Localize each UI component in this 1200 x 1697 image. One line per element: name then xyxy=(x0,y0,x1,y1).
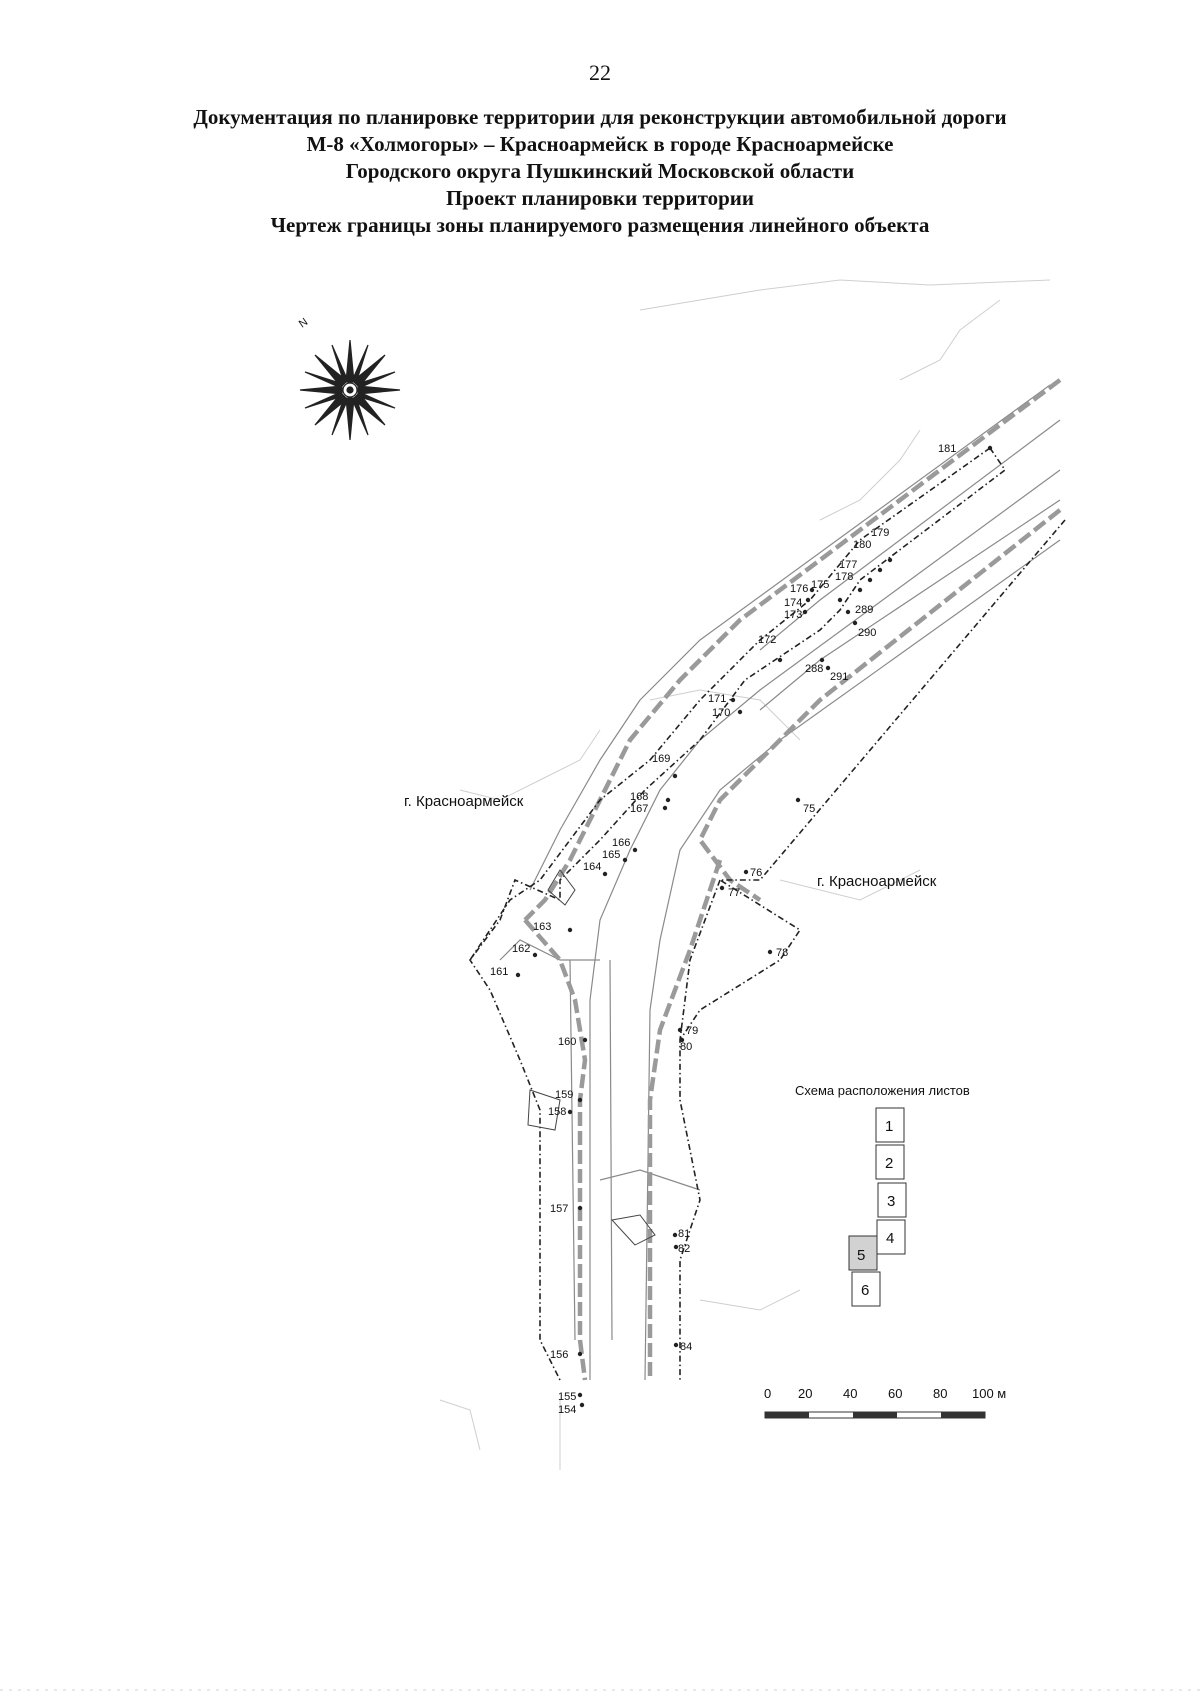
road-edges xyxy=(499,384,1061,1381)
point-label: 159 xyxy=(555,1089,573,1101)
city-label-west: г. Красноармейск xyxy=(404,793,524,810)
site-outlines xyxy=(527,869,656,1246)
sheet-box-6 xyxy=(851,1271,881,1307)
point-label: 167 xyxy=(630,803,648,815)
zone-boundary xyxy=(469,447,1066,1381)
point-label: 164 xyxy=(583,861,601,873)
scale-tick-label: 80 xyxy=(933,1386,947,1401)
point-label: 177 xyxy=(839,559,857,571)
point-label: 175 xyxy=(811,579,829,591)
city-label-east: г. Красноармейск xyxy=(817,873,937,890)
page-number: 22 xyxy=(589,60,611,85)
point-label: 75 xyxy=(803,803,815,815)
sheet-box-5-current xyxy=(848,1235,878,1271)
point-label: 78 xyxy=(776,947,788,959)
point-label: 157 xyxy=(550,1203,568,1215)
sheet-number: 5 xyxy=(857,1247,865,1264)
scale-tick-label: 0 xyxy=(764,1386,771,1401)
title-line-2: М-8 «Холмогоры» – Красноармейск в городе… xyxy=(306,132,894,156)
point-label: 154 xyxy=(558,1404,576,1416)
sheet-box-3 xyxy=(877,1182,907,1218)
point-label: 76 xyxy=(750,867,762,879)
point-label: 81 xyxy=(678,1228,690,1240)
point-label: 162 xyxy=(512,943,530,955)
sheet-number: 3 xyxy=(887,1193,895,1210)
point-label: 171 xyxy=(708,693,726,705)
point-label: 168 xyxy=(630,791,648,803)
scale-bar: 0 20 40 60 80 100 м xyxy=(764,1386,1006,1419)
document-title: Документация по планировке территории дл… xyxy=(60,104,1140,239)
point-label: 160 xyxy=(558,1036,576,1048)
point-label: 291 xyxy=(830,671,848,683)
sheet-layout-legend: Схема расположения листов 1 2 3 4 5 6 xyxy=(795,1083,970,1307)
point-label: 179 xyxy=(871,527,889,539)
point-label: 172 xyxy=(758,634,776,646)
point-label: 290 xyxy=(858,627,876,639)
point-label: 178 xyxy=(835,571,853,583)
title-line-1: Документация по планировке территории дл… xyxy=(193,105,1007,129)
compass-north-label: N xyxy=(297,316,310,330)
background-terrain xyxy=(439,279,1051,1470)
point-label: 180 xyxy=(853,539,871,551)
point-label: 80 xyxy=(680,1041,692,1053)
point-label: 174 xyxy=(784,597,802,609)
point-labels: 181 179 180 177 178 176 175 174 173 289 … xyxy=(490,443,956,1416)
scale-tick-label: 40 xyxy=(843,1386,857,1401)
title-line-3: Городского округа Пушкинский Московской … xyxy=(345,159,855,183)
point-label: 82 xyxy=(678,1243,690,1255)
sheet-number: 1 xyxy=(885,1118,893,1135)
point-label: 288 xyxy=(805,663,823,675)
sheet-number: 6 xyxy=(861,1282,869,1299)
boundary-vertices xyxy=(515,445,993,1408)
road-axis xyxy=(523,378,1062,1381)
point-label: 173 xyxy=(784,609,802,621)
title-line-5: Чертеж границы зоны планируемого размеще… xyxy=(270,213,930,237)
point-label: 155 xyxy=(558,1391,576,1403)
point-label: 79 xyxy=(686,1025,698,1037)
point-label: 169 xyxy=(652,753,670,765)
point-label: 166 xyxy=(612,837,630,849)
sheet-box-4 xyxy=(876,1219,906,1255)
point-label: 165 xyxy=(602,849,620,861)
point-label: 158 xyxy=(548,1106,566,1118)
title-line-4: Проект планировки территории xyxy=(445,186,755,210)
point-label: 84 xyxy=(680,1341,692,1353)
sheet-box-2 xyxy=(875,1144,905,1180)
point-label: 181 xyxy=(938,443,956,455)
point-label: 170 xyxy=(712,707,730,719)
scale-tick-label: 20 xyxy=(798,1386,812,1401)
legend-title: Схема расположения листов xyxy=(795,1083,970,1098)
point-label: 289 xyxy=(855,604,873,616)
point-label: 77 xyxy=(728,887,740,899)
scale-tick-label: 60 xyxy=(888,1386,902,1401)
sheet-box-1 xyxy=(875,1107,905,1143)
scale-tick-label: 100 м xyxy=(972,1386,1006,1401)
sheet-number: 4 xyxy=(886,1230,894,1247)
point-label: 161 xyxy=(490,966,508,978)
compass-icon: N xyxy=(297,316,401,441)
point-label: 156 xyxy=(550,1349,568,1361)
sheet-number: 2 xyxy=(885,1155,893,1172)
point-label: 163 xyxy=(533,921,551,933)
point-label: 176 xyxy=(790,583,808,595)
